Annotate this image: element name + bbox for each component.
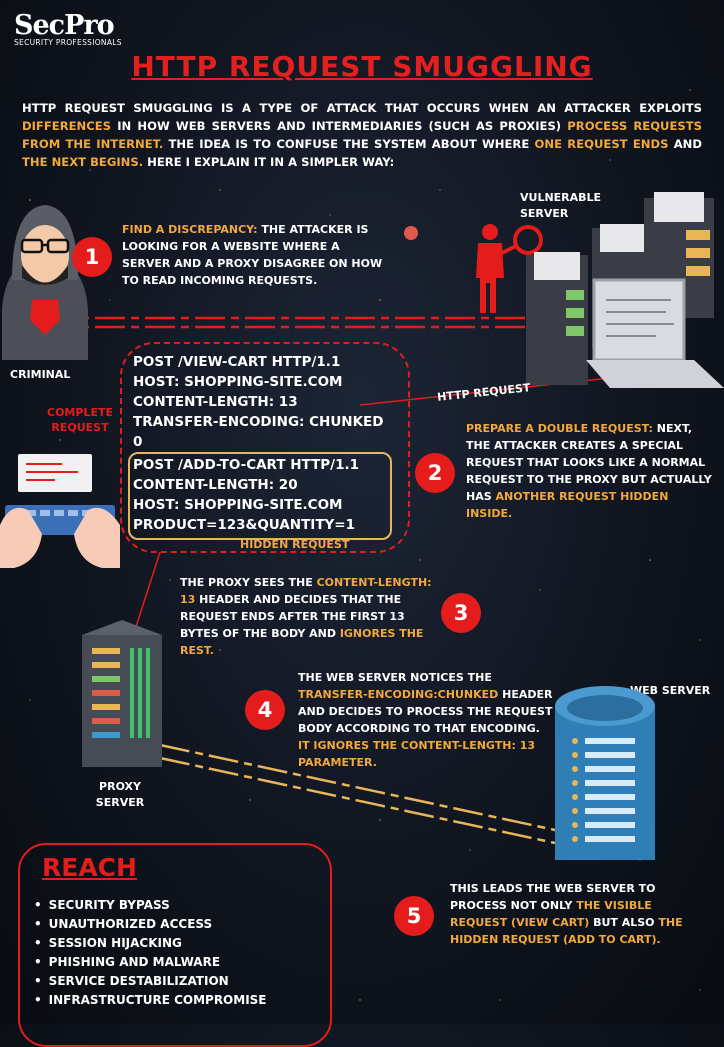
step-body: HEADER AND DECIDES TO PROCESS THE REQUES… (298, 688, 553, 735)
intro-text: in how web servers and intermediaries (s… (111, 119, 568, 133)
web-server-icon (555, 686, 655, 860)
connection-lines (45, 316, 611, 845)
step-3-badge: 3 (441, 593, 481, 633)
reach-item: SESSION HIJACKING (34, 934, 267, 953)
red-dot-icon (404, 226, 418, 240)
brand-name: SecPro (14, 10, 115, 41)
request-line: TRANSFER-ENCODING: CHUNKED (133, 414, 384, 430)
intro-text: The idea is to confuse the system about … (163, 137, 535, 151)
request-line: POST /VIEW-CART HTTP/1.1 (133, 354, 341, 370)
intro-paragraph: HTTP request smuggling is a type of atta… (22, 99, 702, 171)
web-server-label: WEB SERVER (630, 684, 711, 697)
step-highlight: CONTENT-LENGTH: 13 (180, 576, 432, 606)
step-highlight: IT IGNORES THE CONTENT-LENGTH: 13 PARAME… (298, 739, 536, 769)
complete-request-box (120, 342, 410, 553)
step-body: THE ATTACKER IS LOOKING FOR A WEBSITE WH… (122, 223, 383, 287)
hidden-line: PRODUCT=123&QUANTITY=1 (133, 517, 356, 533)
page-title: HTTP REQUEST SMUGGLING (131, 50, 593, 83)
proxy-server-label: PROXY SERVER (95, 780, 145, 809)
step-5-badge: 5 (394, 896, 434, 936)
intro-highlight: differences (22, 119, 112, 133)
step-highlight: TRANSFER-ENCODING:CHUNKED (298, 688, 499, 701)
step-body: THE WEB SERVER NOTICES THE (298, 671, 492, 684)
reach-title: REACH (42, 853, 137, 882)
step-highlight: ANOTHER REQUEST HIDDEN INSIDE. (466, 490, 669, 520)
intro-highlight: one request ends (534, 137, 669, 151)
step-2-badge: 2 (415, 453, 455, 493)
step-4-text: THE WEB SERVER NOTICES THE TRANSFER-ENCO… (298, 669, 554, 771)
criminal-hacker-icon (2, 205, 88, 360)
step-body: THIS LEADS THE WEB SERVER TO PROCESS NOT… (450, 882, 656, 912)
proxy-server-icon (82, 620, 162, 767)
step-3-text: THE PROXY SEES THE CONTENT-LENGTH: 13 HE… (180, 574, 440, 659)
intro-highlight: the next begins. (22, 155, 144, 169)
step-1-text: FIND A DISCREPANCY: THE ATTACKER IS LOOK… (122, 221, 384, 289)
vulnerable-server-icon (526, 192, 724, 388)
reach-item: PHISHING AND MALWARE (34, 953, 267, 972)
step-body: NEXT, THE ATTACKER CREATES A SPECIAL REQ… (466, 422, 712, 503)
step-highlight: FIND A DISCREPANCY: (122, 223, 258, 236)
hidden-line: HOST: SHOPPING-SITE.COM (133, 497, 343, 513)
request-line: 0 (133, 434, 143, 450)
request-line: HOST: SHOPPING-SITE.COM (133, 374, 343, 390)
reach-item: SECURITY BYPASS (34, 896, 267, 915)
reach-item: INFRASTRUCTURE COMPROMISE (34, 991, 267, 1010)
hidden-request-box (128, 452, 392, 540)
reach-item: UNAUTHORIZED ACCESS (34, 915, 267, 934)
typing-hands-icon (0, 454, 120, 568)
reach-item: SERVICE DESTABILIZATION (34, 972, 267, 991)
intro-text: and (668, 137, 702, 151)
request-line: CONTENT-LENGTH: 13 (133, 394, 298, 410)
reach-list: SECURITY BYPASS UNAUTHORIZED ACCESS SESS… (34, 896, 267, 1010)
step-1-badge: 1 (72, 237, 112, 277)
step-4-badge: 4 (245, 690, 285, 730)
step-highlight: PREPARE A DOUBLE REQUEST: (466, 422, 653, 435)
hidden-line: CONTENT-LENGTH: 20 (133, 477, 298, 493)
brand-tagline: SECURITY PROFESSIONALS (14, 38, 122, 47)
intro-text: HTTP request smuggling is a type of atta… (22, 101, 702, 115)
complete-request-label: COMPLETE REQUEST (47, 406, 113, 434)
hidden-request-label: HIDDEN REQUEST (240, 538, 350, 551)
step-highlight: IGNORES THE REST. (180, 627, 424, 657)
criminal-label: CRIMINAL (10, 368, 71, 381)
request-headers: POST /VIEW-CART HTTP/1.1 HOST: SHOPPING-… (133, 352, 383, 452)
vulnerable-server-label: VULNERABLE SERVER (520, 191, 602, 220)
intro-text: Here I explain it in a simpler way: (143, 155, 395, 169)
step-5-text: THIS LEADS THE WEB SERVER TO PROCESS NOT… (450, 880, 712, 948)
brand-logo: SecPro SECURITY PROFESSIONALS (14, 10, 122, 47)
step-highlight: THE VISIBLE REQUEST (VIEW CART) (450, 899, 652, 929)
hidden-request-lines: POST /ADD-TO-CART HTTP/1.1 CONTENT-LENGT… (133, 455, 359, 535)
attacker-magnifier-icon (476, 224, 543, 313)
step-2-text: PREPARE A DOUBLE REQUEST: NEXT, THE ATTA… (466, 420, 716, 522)
step-highlight: THE HIDDEN REQUEST (ADD TO CART). (450, 916, 683, 946)
intro-highlight: process requests from the Internet. (22, 119, 703, 151)
step-body: BUT ALSO (589, 916, 659, 929)
step-body: THE PROXY SEES THE (180, 576, 317, 589)
step-body: HEADER AND DECIDES THAT THE REQUEST ENDS… (180, 593, 405, 640)
hidden-line: POST /ADD-TO-CART HTTP/1.1 (133, 457, 360, 473)
